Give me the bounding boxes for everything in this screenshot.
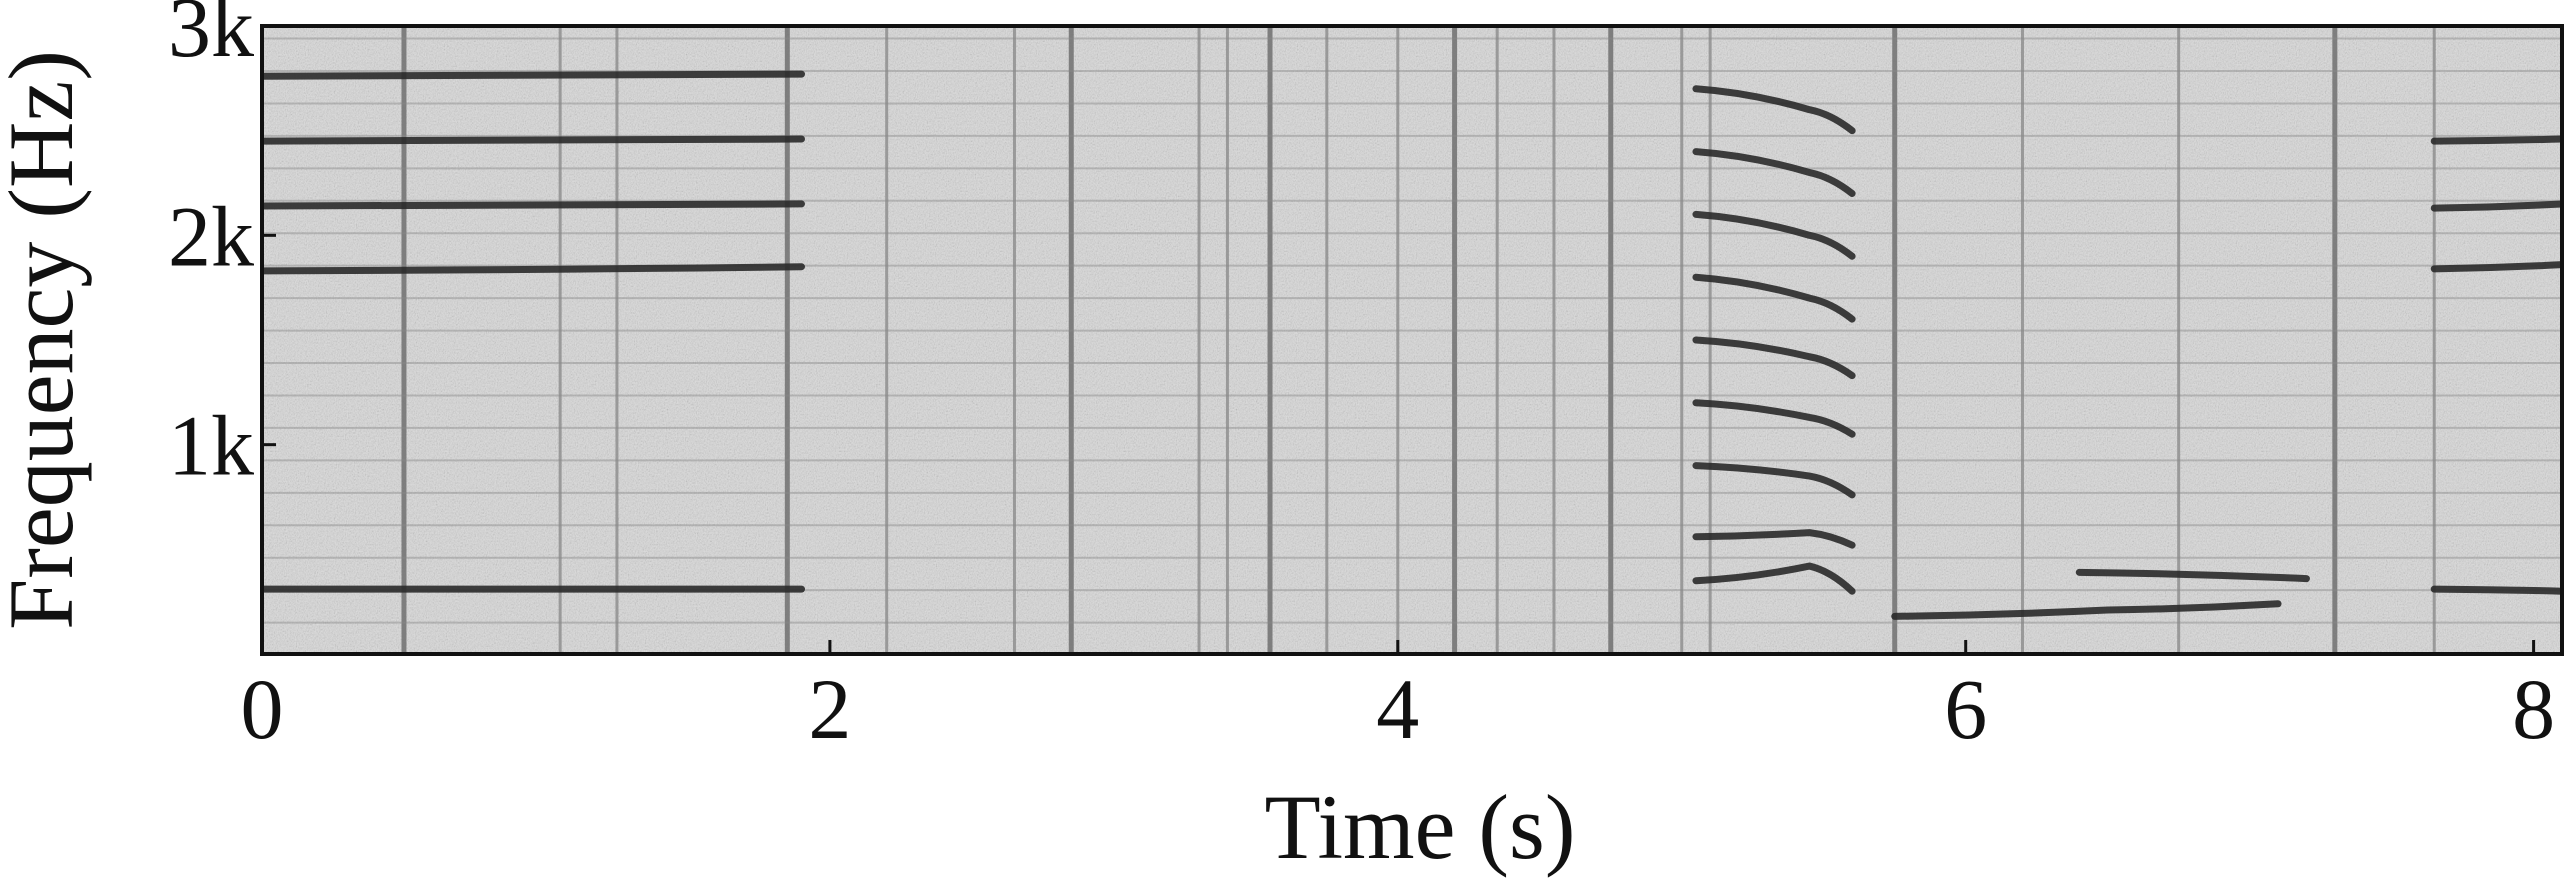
harmonic-track bbox=[1891, 600, 2282, 620]
harmonic-track bbox=[1692, 273, 1856, 323]
plot-frame bbox=[260, 24, 2564, 656]
x-tick-label: 6 bbox=[1944, 661, 1987, 757]
y-tick-label: 2k bbox=[168, 188, 254, 284]
horizontal-bands bbox=[262, 37, 2562, 624]
harmonic-track bbox=[1692, 529, 1856, 549]
harmonic-track bbox=[262, 200, 806, 210]
harmonic-track bbox=[2075, 568, 2310, 583]
harmonic-track bbox=[2430, 135, 2562, 145]
onset-lines bbox=[401, 26, 2436, 654]
harmonic-track bbox=[2430, 261, 2562, 273]
y-axis-ticks: 1k 2k 3k bbox=[168, 0, 276, 494]
harmonic-track bbox=[1692, 85, 1856, 135]
harmonic-track bbox=[1692, 562, 1856, 595]
x-axis-label: Time (s) bbox=[1265, 776, 1576, 878]
x-tick-label: 2 bbox=[808, 661, 851, 757]
spectrogram-texture bbox=[262, 26, 2562, 654]
harmonic-track bbox=[1692, 210, 1856, 260]
x-tick-label: 4 bbox=[1376, 661, 1419, 757]
harmonic-track bbox=[1692, 399, 1856, 438]
harmonic-tracks bbox=[262, 70, 2562, 620]
harmonic-track bbox=[1692, 462, 1856, 499]
spectrogram-plot-area bbox=[260, 24, 2564, 656]
harmonic-track bbox=[1692, 148, 1856, 197]
harmonic-track bbox=[2430, 585, 2562, 595]
y-tick-label: 1k bbox=[168, 398, 254, 494]
harmonic-track bbox=[262, 263, 806, 275]
y-tick-label: 3k bbox=[168, 0, 254, 75]
x-tick-label: 8 bbox=[2512, 661, 2555, 757]
harmonic-track bbox=[262, 70, 806, 80]
harmonic-track bbox=[262, 135, 806, 145]
y-axis-label: Frequency (Hz) bbox=[0, 50, 92, 630]
x-tick-label: 0 bbox=[241, 661, 284, 757]
x-axis-ticks: 0 2 4 6 8 bbox=[241, 640, 2555, 757]
harmonic-track bbox=[2430, 200, 2562, 212]
harmonic-track bbox=[1692, 336, 1856, 380]
